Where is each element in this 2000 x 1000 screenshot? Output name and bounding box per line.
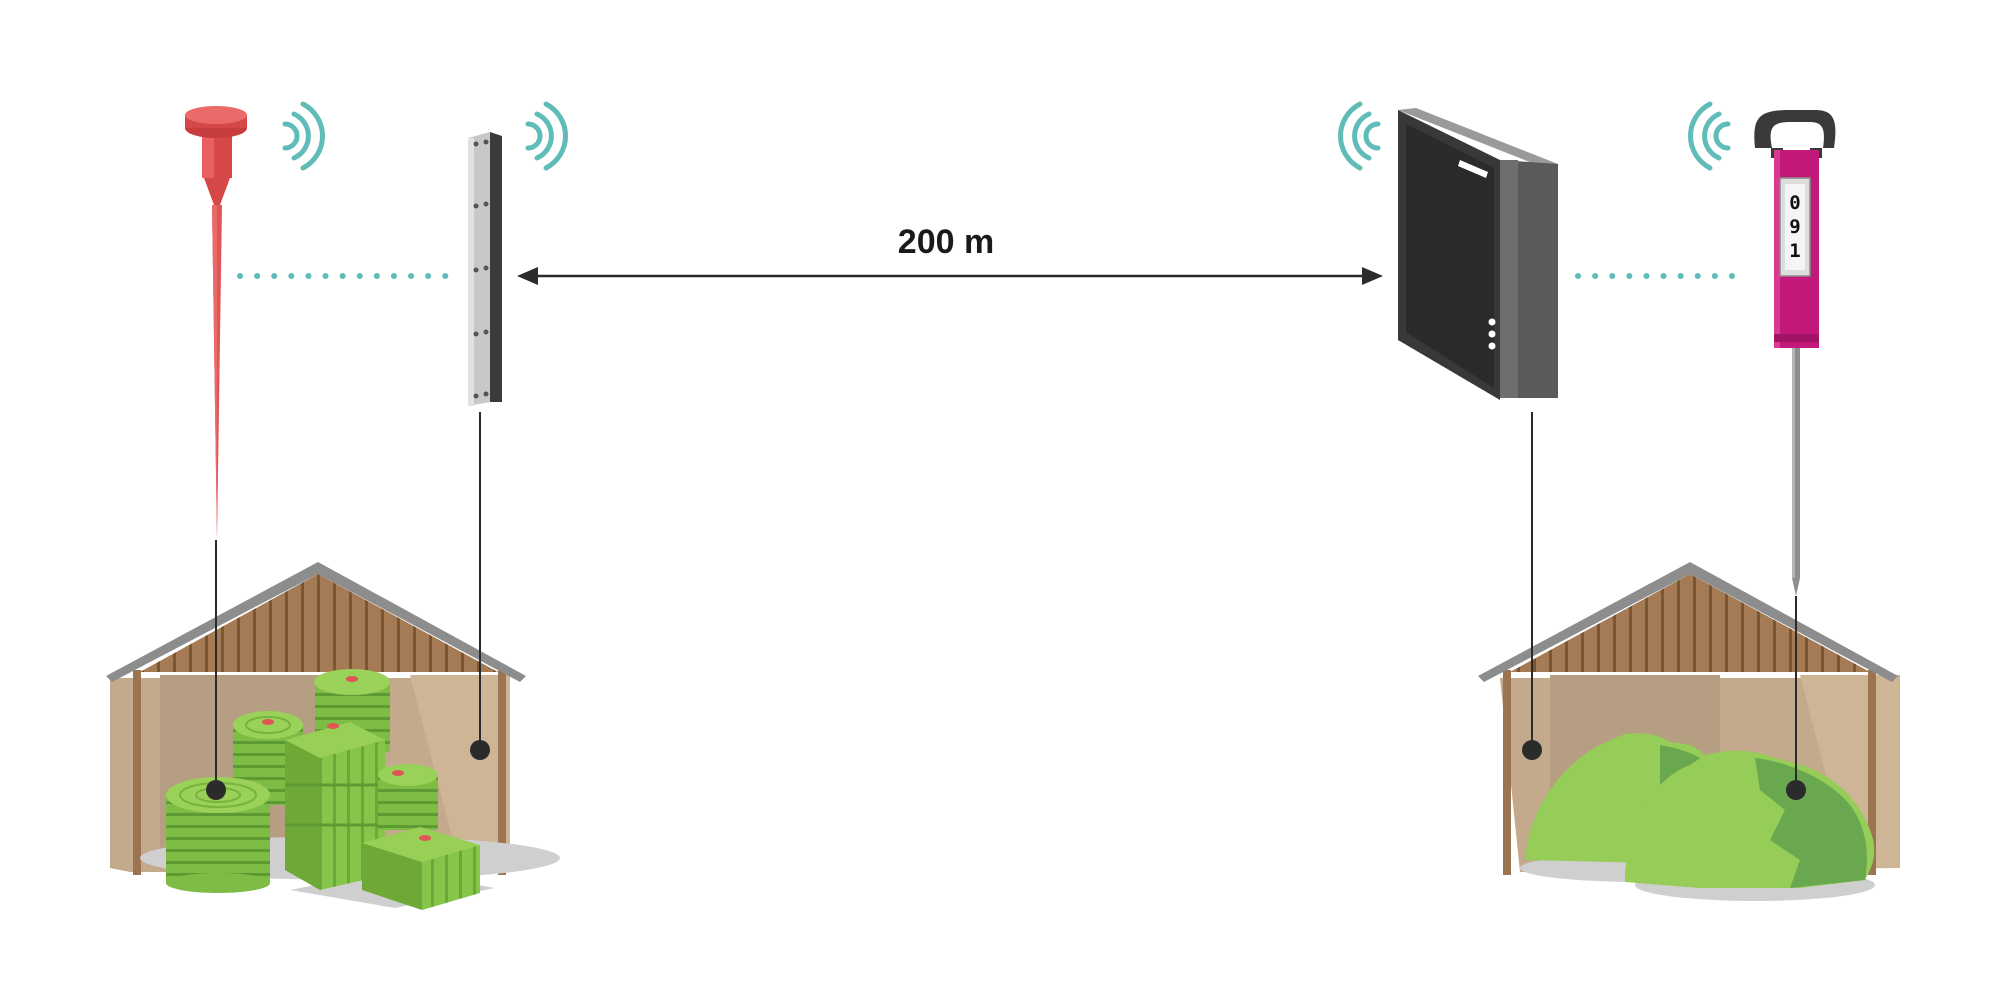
hay-probe-sensor-icon <box>185 106 247 540</box>
round-bale-right <box>378 764 438 830</box>
distance-arrow <box>517 267 1383 285</box>
bale-sensor-tags <box>262 676 431 841</box>
repeater-antenna-icon <box>468 132 502 406</box>
wifi-signal-left-repeater <box>525 101 569 171</box>
wifi-signal-left-sensor <box>282 101 326 171</box>
hay-bales <box>166 669 495 910</box>
wifi-signal-gateway <box>1337 101 1381 171</box>
probe-digit-2: 9 <box>1789 216 1800 238</box>
connector-right-probe <box>1786 596 1806 800</box>
probe-digit-3: 1 <box>1789 240 1800 262</box>
connector-right-gateway <box>1522 412 1542 760</box>
hay-heap <box>1520 733 1875 901</box>
handheld-probe-icon: 0 9 1 <box>1754 110 1836 596</box>
wifi-signal-probe <box>1687 101 1731 171</box>
square-bale-stack <box>285 669 390 890</box>
probe-digit-1: 0 <box>1789 192 1800 214</box>
distance-label: 200 m <box>898 223 994 261</box>
square-bale-front <box>362 827 480 910</box>
connector-left-sensor <box>206 540 226 800</box>
gateway-box-icon <box>1398 108 1558 400</box>
connector-left-repeater <box>470 412 490 760</box>
